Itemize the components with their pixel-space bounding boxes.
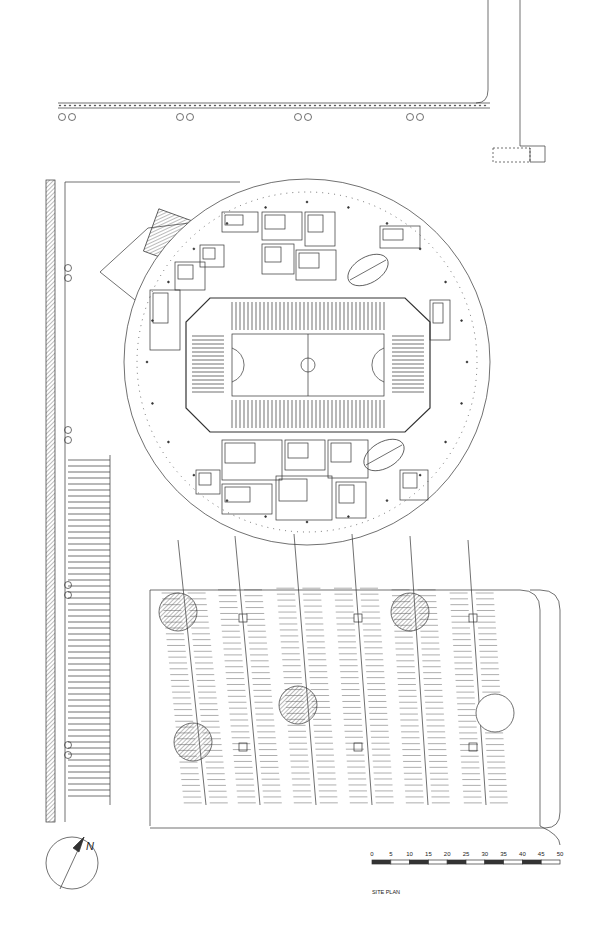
- scale-number: 25: [463, 851, 470, 857]
- scale-number: 5: [389, 851, 392, 857]
- scale-number: 50: [557, 851, 564, 857]
- arena: [124, 179, 490, 545]
- site-boundary: [46, 0, 560, 845]
- parking-strip: [68, 455, 110, 805]
- parking: [150, 534, 540, 826]
- seating: [192, 302, 424, 428]
- scale-number: 30: [481, 851, 488, 857]
- scale-number: 20: [444, 851, 451, 857]
- scale-number: 10: [406, 851, 413, 857]
- scale-bar: [372, 860, 560, 864]
- scale-number: 35: [500, 851, 507, 857]
- scale-number: 15: [425, 851, 432, 857]
- scale-number: 40: [519, 851, 526, 857]
- north-label: N: [86, 841, 94, 852]
- scale-number: 45: [538, 851, 545, 857]
- plan-caption: SITE PLAN: [372, 890, 400, 896]
- rooms: [146, 201, 468, 523]
- north-arrow: [46, 837, 98, 889]
- scale-number: 0: [370, 851, 373, 857]
